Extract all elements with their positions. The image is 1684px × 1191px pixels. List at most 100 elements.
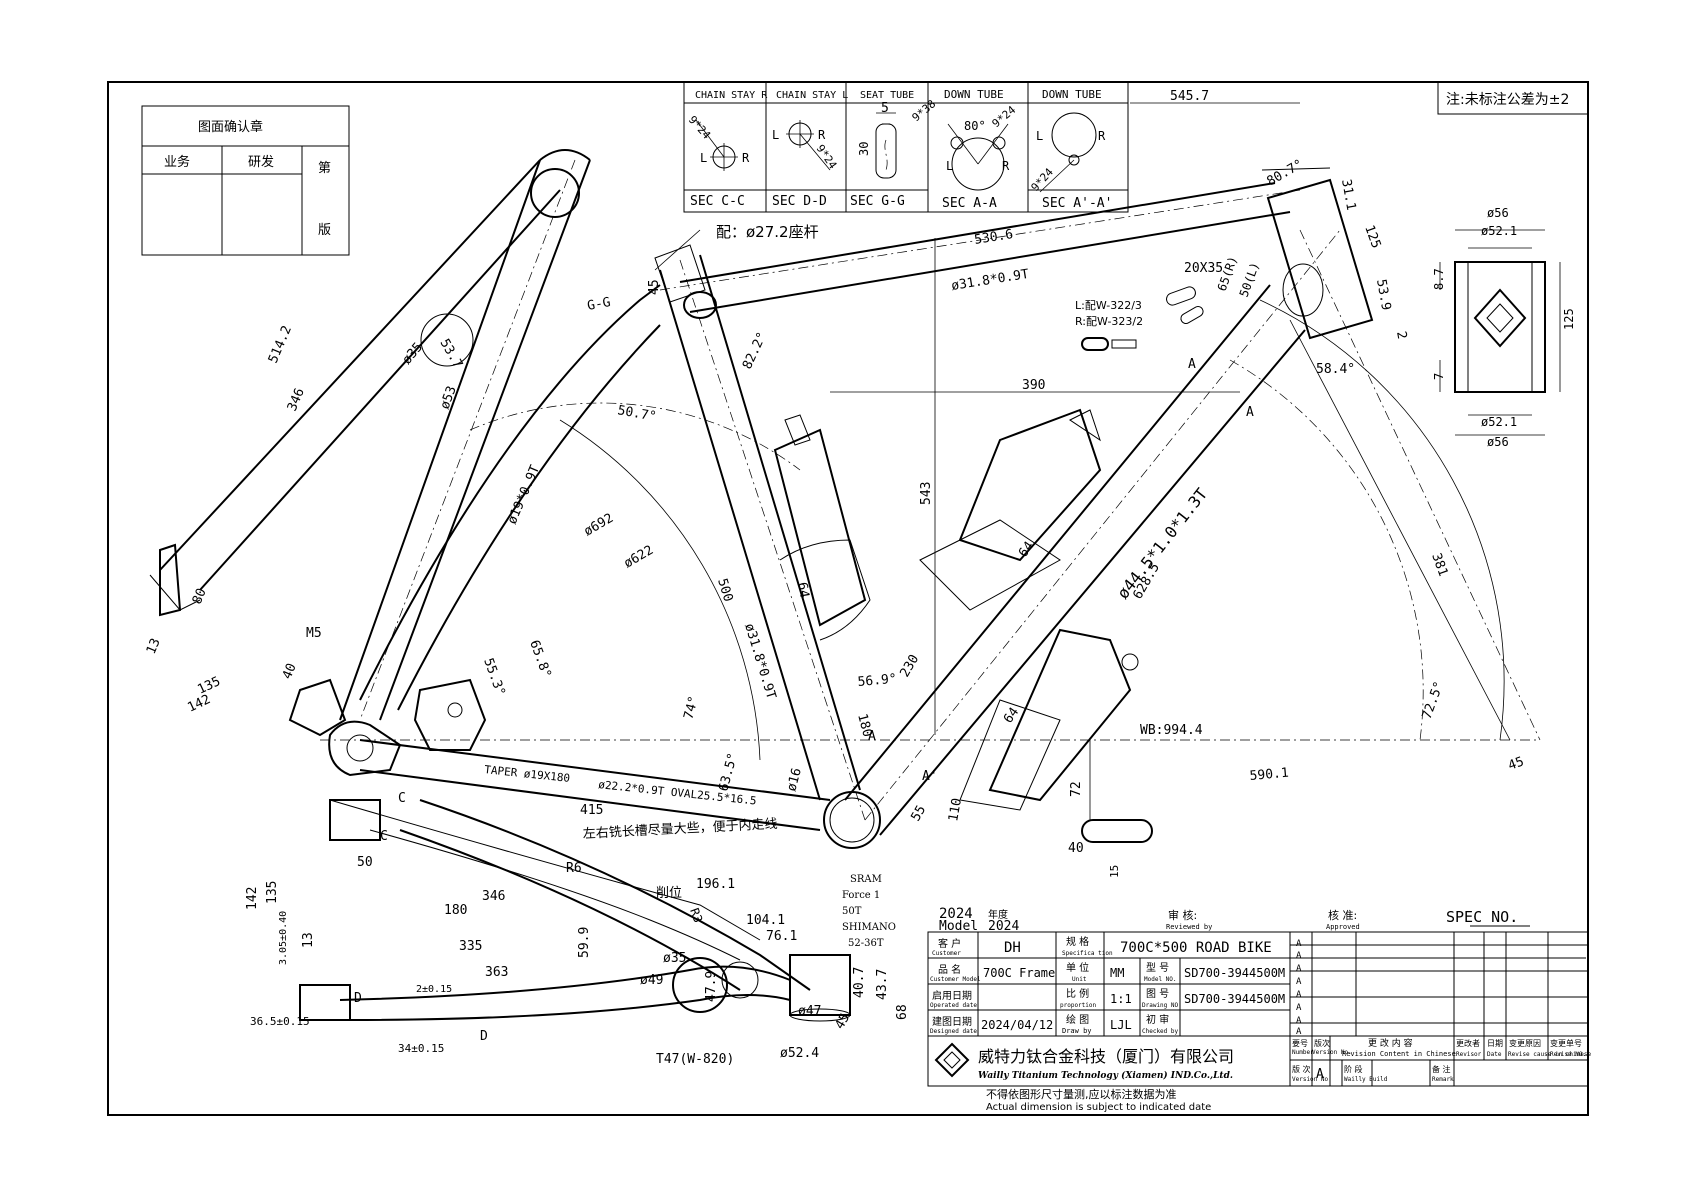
dimension-text: Model xyxy=(939,919,978,934)
dimension-text: Specifica tion xyxy=(1062,950,1113,957)
dimension-text: L xyxy=(772,128,779,142)
dimension-text: 142 xyxy=(185,692,213,716)
dimension-text: 3.05±0.40 xyxy=(278,911,289,965)
dimension-text: 47.9 xyxy=(704,971,719,1002)
dimension-text: Unit xyxy=(1072,976,1087,983)
dimension-text: Customer Model xyxy=(930,976,981,983)
dimension-text: 注:未标注公差为±2 xyxy=(1446,92,1569,108)
dimension-text: 日期 xyxy=(1487,1039,1503,1048)
dimension-text: 15 xyxy=(1108,865,1121,878)
dimension-text: 80° xyxy=(964,119,986,133)
dimension-text: ø56 xyxy=(1487,206,1509,220)
confirm-edition-a: 第 xyxy=(318,161,331,176)
sec-label-gg: SEC G-G xyxy=(850,194,905,209)
dimension-text: 2024 xyxy=(988,919,1019,934)
dimension-text: ø44.5*1.0*1.3T xyxy=(1113,484,1211,602)
sec-header-2: CHAIN STAY L xyxy=(776,90,848,101)
dimension-text: 76.1 xyxy=(766,929,797,944)
dimension-text: 13 xyxy=(301,932,316,948)
dimension-text: 80.7° xyxy=(1265,157,1306,190)
dimension-text: ø49 xyxy=(640,973,663,988)
drawer-value: LJL xyxy=(1110,1018,1132,1032)
dimension-text: 381 xyxy=(1428,551,1450,578)
dimension-text: Revision Content in Chinese xyxy=(1342,1050,1456,1058)
sec-label-dd: SEC D-D xyxy=(772,194,827,209)
dimension-text: 核 准: xyxy=(1328,908,1357,922)
dimension-text: 40.7 xyxy=(852,967,867,998)
dimension-text: Checked by xyxy=(1142,1028,1179,1035)
dimension-text: R6 xyxy=(566,861,582,876)
dimension-text: A xyxy=(1296,1016,1302,1026)
dimension-text: 346 xyxy=(285,386,308,413)
dimension-text: 7 xyxy=(1432,373,1446,380)
dimension-text: 45 xyxy=(647,279,662,295)
dimension-text: 年度 xyxy=(988,908,1008,921)
dimension-text: 启用日期 xyxy=(932,989,972,1002)
dimension-text: 30 xyxy=(857,142,871,156)
dimension-text: L xyxy=(700,151,707,165)
created-value: 2024/04/12 xyxy=(981,1018,1053,1032)
dimension-text: 9*38 xyxy=(910,97,939,124)
dimension-text: ø31.8*0.9T xyxy=(741,622,778,701)
dimension-text: 543 xyxy=(919,482,934,505)
sec-header-5: DOWN TUBE xyxy=(1042,88,1102,101)
company-cn: 威特力钛合金科技（厦门）有限公司 xyxy=(978,1047,1234,1066)
dimension-text: 审 核: xyxy=(1168,908,1197,922)
dimension-text: 2 xyxy=(1393,330,1409,340)
dimension-text: 更改者 xyxy=(1456,1038,1480,1048)
spec-no: SPEC NO. xyxy=(1446,908,1518,926)
dimension-text: L:配W-322/3 xyxy=(1075,299,1142,312)
sec-label-cc: SEC C-C xyxy=(690,194,745,209)
dimension-text: Force 1 xyxy=(842,890,880,901)
dimension-text: 阶 段 xyxy=(1344,1064,1363,1074)
footer-en: Actual dimension is subject to indicated… xyxy=(986,1102,1211,1113)
dimension-text: 规 格 xyxy=(1066,935,1089,948)
dimension-text: 63.5° xyxy=(716,751,741,793)
dimension-text: Version No. xyxy=(1292,1076,1332,1083)
confirm-rd: 研发 xyxy=(248,154,274,170)
dimension-text: 390 xyxy=(1022,378,1045,393)
dimension-text: 346 xyxy=(482,889,505,904)
dimension-text: 36.5±0.15 xyxy=(250,1015,310,1028)
dimension-text: 82.2° xyxy=(740,330,770,372)
dimension-text: 9*24 xyxy=(814,142,840,171)
tolerance-note: 注:未标注公差为±2 xyxy=(1437,81,1589,115)
dimension-text: 125 xyxy=(1562,308,1576,330)
bottle-down-tube-bottom xyxy=(959,628,1139,811)
footer-cn: 不得依图形尺寸量测,应以标注数据为准 xyxy=(986,1087,1177,1101)
dimension-text: ø31.8*0.9T xyxy=(950,267,1030,294)
dimension-text: A xyxy=(1246,405,1254,420)
dimension-text: 180 xyxy=(854,712,875,739)
dimension-text: 8.7 xyxy=(1432,268,1446,290)
dimension-text: 绘 图 xyxy=(1066,1013,1089,1026)
dimension-text: 72 xyxy=(1069,781,1084,797)
dimension-text: ø692 xyxy=(582,511,617,540)
dimension-text: 要号 xyxy=(1292,1039,1308,1048)
dimension-text: 530.6 xyxy=(973,227,1014,248)
dimension-text: 配：ø27.2座杆 xyxy=(716,223,819,241)
sec-label-aa2: SEC A'-A' xyxy=(1042,196,1112,211)
dimension-text: 变更单号 xyxy=(1550,1038,1582,1048)
dimension-text: Reviewed by xyxy=(1166,923,1212,931)
dimension-text: 变更原因 xyxy=(1509,1038,1541,1048)
dimension-text: T47(W-820) xyxy=(656,1052,734,1067)
dimension-text: A xyxy=(1296,964,1302,974)
dimension-text: 9*24 xyxy=(990,103,1019,130)
dimension-text: L xyxy=(946,159,953,173)
confirm-title: 图面确认章 xyxy=(198,119,263,135)
spec-value: 700C*500 ROAD BIKE xyxy=(1120,940,1272,956)
dimension-text: 单 位 xyxy=(1066,961,1089,974)
dimension-text: 500 xyxy=(714,577,735,604)
dimension-text: G-G xyxy=(586,295,612,314)
dimension-text: 415 xyxy=(580,803,603,818)
dimension-text: Designed date xyxy=(930,1028,977,1035)
dimension-text: 左右铣长槽尽量大些，便于内走线 xyxy=(582,816,778,842)
dimension-text: 58.4° xyxy=(1316,362,1355,377)
misc-shapes xyxy=(1081,286,1204,843)
dimension-text: 比 例 xyxy=(1066,987,1089,1000)
dimension-text: 53.9 xyxy=(1373,278,1393,311)
dimension-text: A xyxy=(1296,977,1302,987)
bottle-seat-tube xyxy=(773,414,871,641)
dimension-text: 142 xyxy=(245,887,260,910)
dimension-text: 40 xyxy=(1068,841,1084,856)
